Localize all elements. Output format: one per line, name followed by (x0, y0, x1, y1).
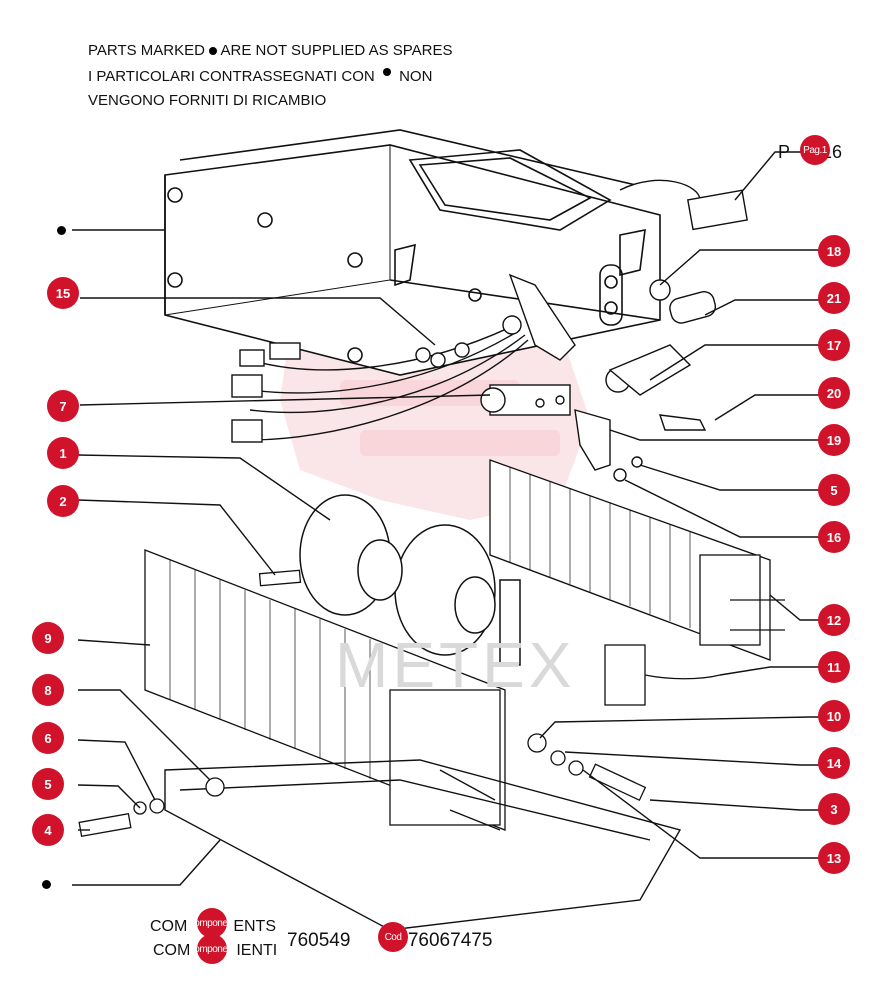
callout-14[interactable]: 14 (818, 747, 850, 779)
callout-13[interactable]: 13 (818, 842, 850, 874)
electrical-connector (619, 179, 748, 231)
callout-20[interactable]: 20 (818, 377, 850, 409)
components-hotspot-2[interactable]: Componenti (197, 934, 227, 964)
callout-7[interactable]: 7 (47, 390, 79, 422)
bullet-icon (209, 47, 218, 56)
callout-1[interactable]: 1 (47, 437, 79, 469)
callout-5-right[interactable]: 5 (818, 474, 850, 506)
callout-9[interactable]: 9 (32, 622, 64, 654)
note-line-3: VENGONO FORNITI DI RICAMBIO (88, 92, 327, 109)
footer-label-it-a: COM (153, 942, 191, 959)
footer-codes-b: 5 - 76067475 (380, 930, 493, 951)
callout-3[interactable]: 3 (818, 793, 850, 825)
callout-10[interactable]: 10 (818, 700, 850, 732)
footer-label-en-b: ENTS (233, 918, 276, 935)
page-ref-prefix: P (778, 142, 791, 162)
note-line-2-a: I PARTICOLARI CONTRASSEGNATI CON (88, 68, 375, 85)
expansion-valve (480, 384, 571, 416)
not-supplied-marker (42, 880, 51, 889)
evaporator-core (489, 459, 785, 661)
blower-fan (299, 494, 521, 666)
footer-label-en-a: COM (150, 918, 188, 935)
page-ref-hotspot[interactable]: Pag.1 (800, 135, 830, 165)
footer-label-en: COM ENTS (150, 918, 276, 936)
callout-21[interactable]: 21 (818, 282, 850, 314)
note-line-2-b: NON (399, 68, 433, 85)
callout-15[interactable]: 15 (47, 277, 79, 309)
note-line-1-a: PARTS MARKED (88, 42, 205, 59)
callout-2[interactable]: 2 (47, 485, 79, 517)
codes-hotspot[interactable]: Cod (378, 922, 408, 952)
components-hotspot-1[interactable]: Componenti (197, 908, 227, 938)
note-line-1-b: ARE NOT SUPPLIED AS SPARES (220, 42, 453, 59)
callout-11[interactable]: 11 (818, 651, 850, 683)
callout-16[interactable]: 16 (818, 521, 850, 553)
footer-label-it: COM IENTI (153, 942, 277, 960)
callout-6[interactable]: 6 (32, 722, 64, 754)
note-line-1: PARTS MARKED ARE NOT SUPPLIED AS SPARES (88, 42, 453, 59)
small-parts (415, 273, 717, 482)
callout-5-left[interactable]: 5 (32, 768, 64, 800)
wiring-harness (231, 324, 529, 443)
note-line-2: I PARTICOLARI CONTRASSEGNATI CON NON (88, 68, 432, 85)
upper-housing (164, 129, 701, 376)
bullet-icon (382, 68, 391, 76)
callout-18[interactable]: 18 (818, 235, 850, 267)
fasteners (78, 569, 721, 837)
callout-17[interactable]: 17 (818, 329, 850, 361)
drain-tray (164, 759, 682, 931)
callout-8[interactable]: 8 (32, 674, 64, 706)
footer-codes: 760549 5 - 76067475 (287, 930, 492, 952)
callout-12[interactable]: 12 (818, 604, 850, 636)
callout-4[interactable]: 4 (32, 814, 64, 846)
footer-label-it-b: IENTI (236, 942, 278, 959)
footer-codes-a: 760549 (287, 930, 351, 951)
not-supplied-marker (57, 226, 66, 235)
watermark-text: METEX (335, 629, 576, 701)
callout-19[interactable]: 19 (818, 424, 850, 456)
